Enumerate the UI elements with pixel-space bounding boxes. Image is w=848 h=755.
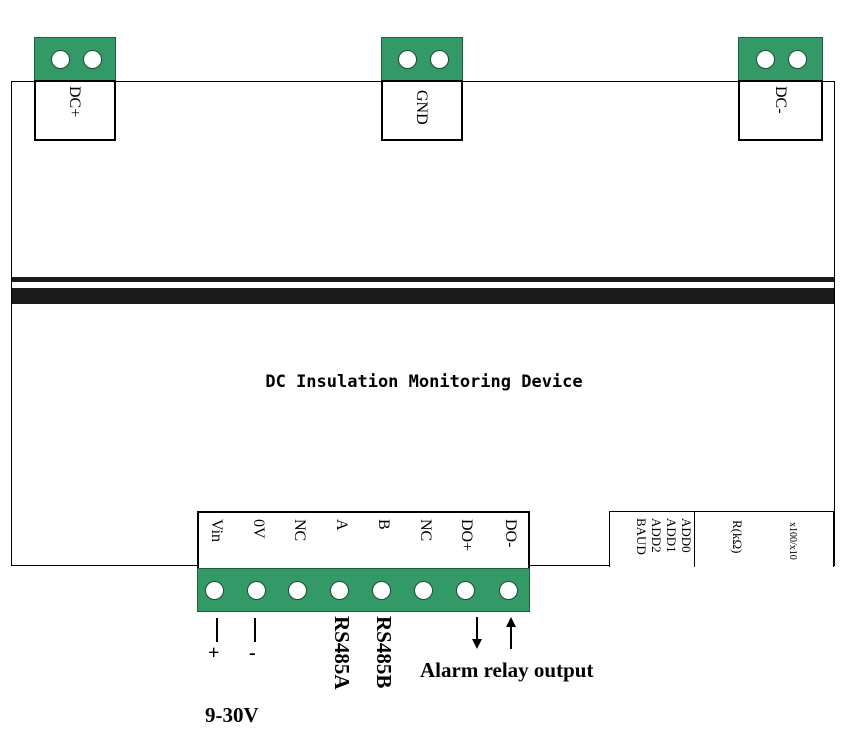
address-switch-label-box: ADD0 ADD1 ADD2 BAUD: [609, 511, 695, 567]
rs485a-label: RS485A: [330, 616, 354, 690]
voltage-label: 9-30V: [205, 703, 259, 727]
screw-icon: [205, 581, 224, 600]
terminal-label-vin: Vin: [208, 519, 225, 543]
resistance-switch-label-box: R(kΩ) x100/x10: [694, 511, 834, 567]
switch-label-add1: ADD1: [664, 518, 679, 553]
screw-icon: [430, 50, 449, 69]
power-minus-label: -: [249, 642, 256, 664]
resistance-label: R(kΩ): [730, 520, 745, 554]
screw-icon: [247, 581, 266, 600]
screw-icon: [51, 50, 70, 69]
screw-icon: [372, 581, 391, 600]
top-terminal-dc-minus-box: DC-: [738, 80, 823, 141]
bottom-terminal-label-box: Vin 0V NC A B NC DO+ DO-: [197, 511, 530, 570]
terminal-label-b: B: [375, 519, 392, 530]
separator-stripe-thick: [12, 288, 834, 304]
screw-icon: [83, 50, 102, 69]
top-terminal-label: GND: [413, 90, 430, 125]
screw-icon: [756, 50, 775, 69]
terminal-label-do-minus: DO-: [502, 519, 519, 548]
screw-icon: [456, 581, 475, 600]
screw-icon: [788, 50, 807, 69]
terminal-label-a: A: [333, 519, 350, 531]
device-panel: [11, 81, 835, 566]
terminal-label-nc: NC: [417, 519, 434, 542]
scale-label: x100/x10: [787, 522, 798, 560]
terminal-label-nc: NC: [291, 519, 308, 542]
terminal-label-0v: 0V: [250, 519, 267, 539]
alarm-relay-label: Alarm relay output: [420, 658, 594, 682]
switch-label-add2: ADD2: [649, 518, 664, 553]
device-title: DC Insulation Monitoring Device: [265, 372, 583, 392]
screw-icon: [414, 581, 433, 600]
power-plus-wire: [216, 618, 218, 642]
alarm-relay-arrows: [472, 617, 516, 649]
top-terminal-gnd-connector: [381, 37, 463, 82]
screw-icon: [330, 581, 349, 600]
top-terminal-dc-plus-box: DC+: [34, 80, 116, 141]
top-terminal-label: DC+: [66, 86, 83, 118]
rs485b-label: RS485B: [372, 616, 396, 689]
switch-label-baud: BAUD: [634, 518, 649, 555]
bottom-terminal-block: [197, 568, 530, 612]
switch-label-add0: ADD0: [679, 518, 694, 553]
top-terminal-dc-minus-connector: [738, 37, 823, 82]
top-terminal-label: DC-: [772, 86, 789, 114]
terminal-label-do-plus: DO+: [458, 519, 475, 552]
top-terminal-dc-plus-connector: [34, 37, 116, 82]
screw-icon: [288, 581, 307, 600]
arrow-up-icon: [506, 617, 516, 649]
arrow-down-icon: [472, 617, 482, 649]
top-terminal-gnd-box: GND: [381, 80, 463, 141]
separator-stripe-thin: [12, 277, 834, 282]
screw-icon: [398, 50, 417, 69]
power-plus-label: +: [208, 642, 220, 664]
screw-icon: [499, 581, 518, 600]
power-minus-wire: [254, 618, 256, 642]
